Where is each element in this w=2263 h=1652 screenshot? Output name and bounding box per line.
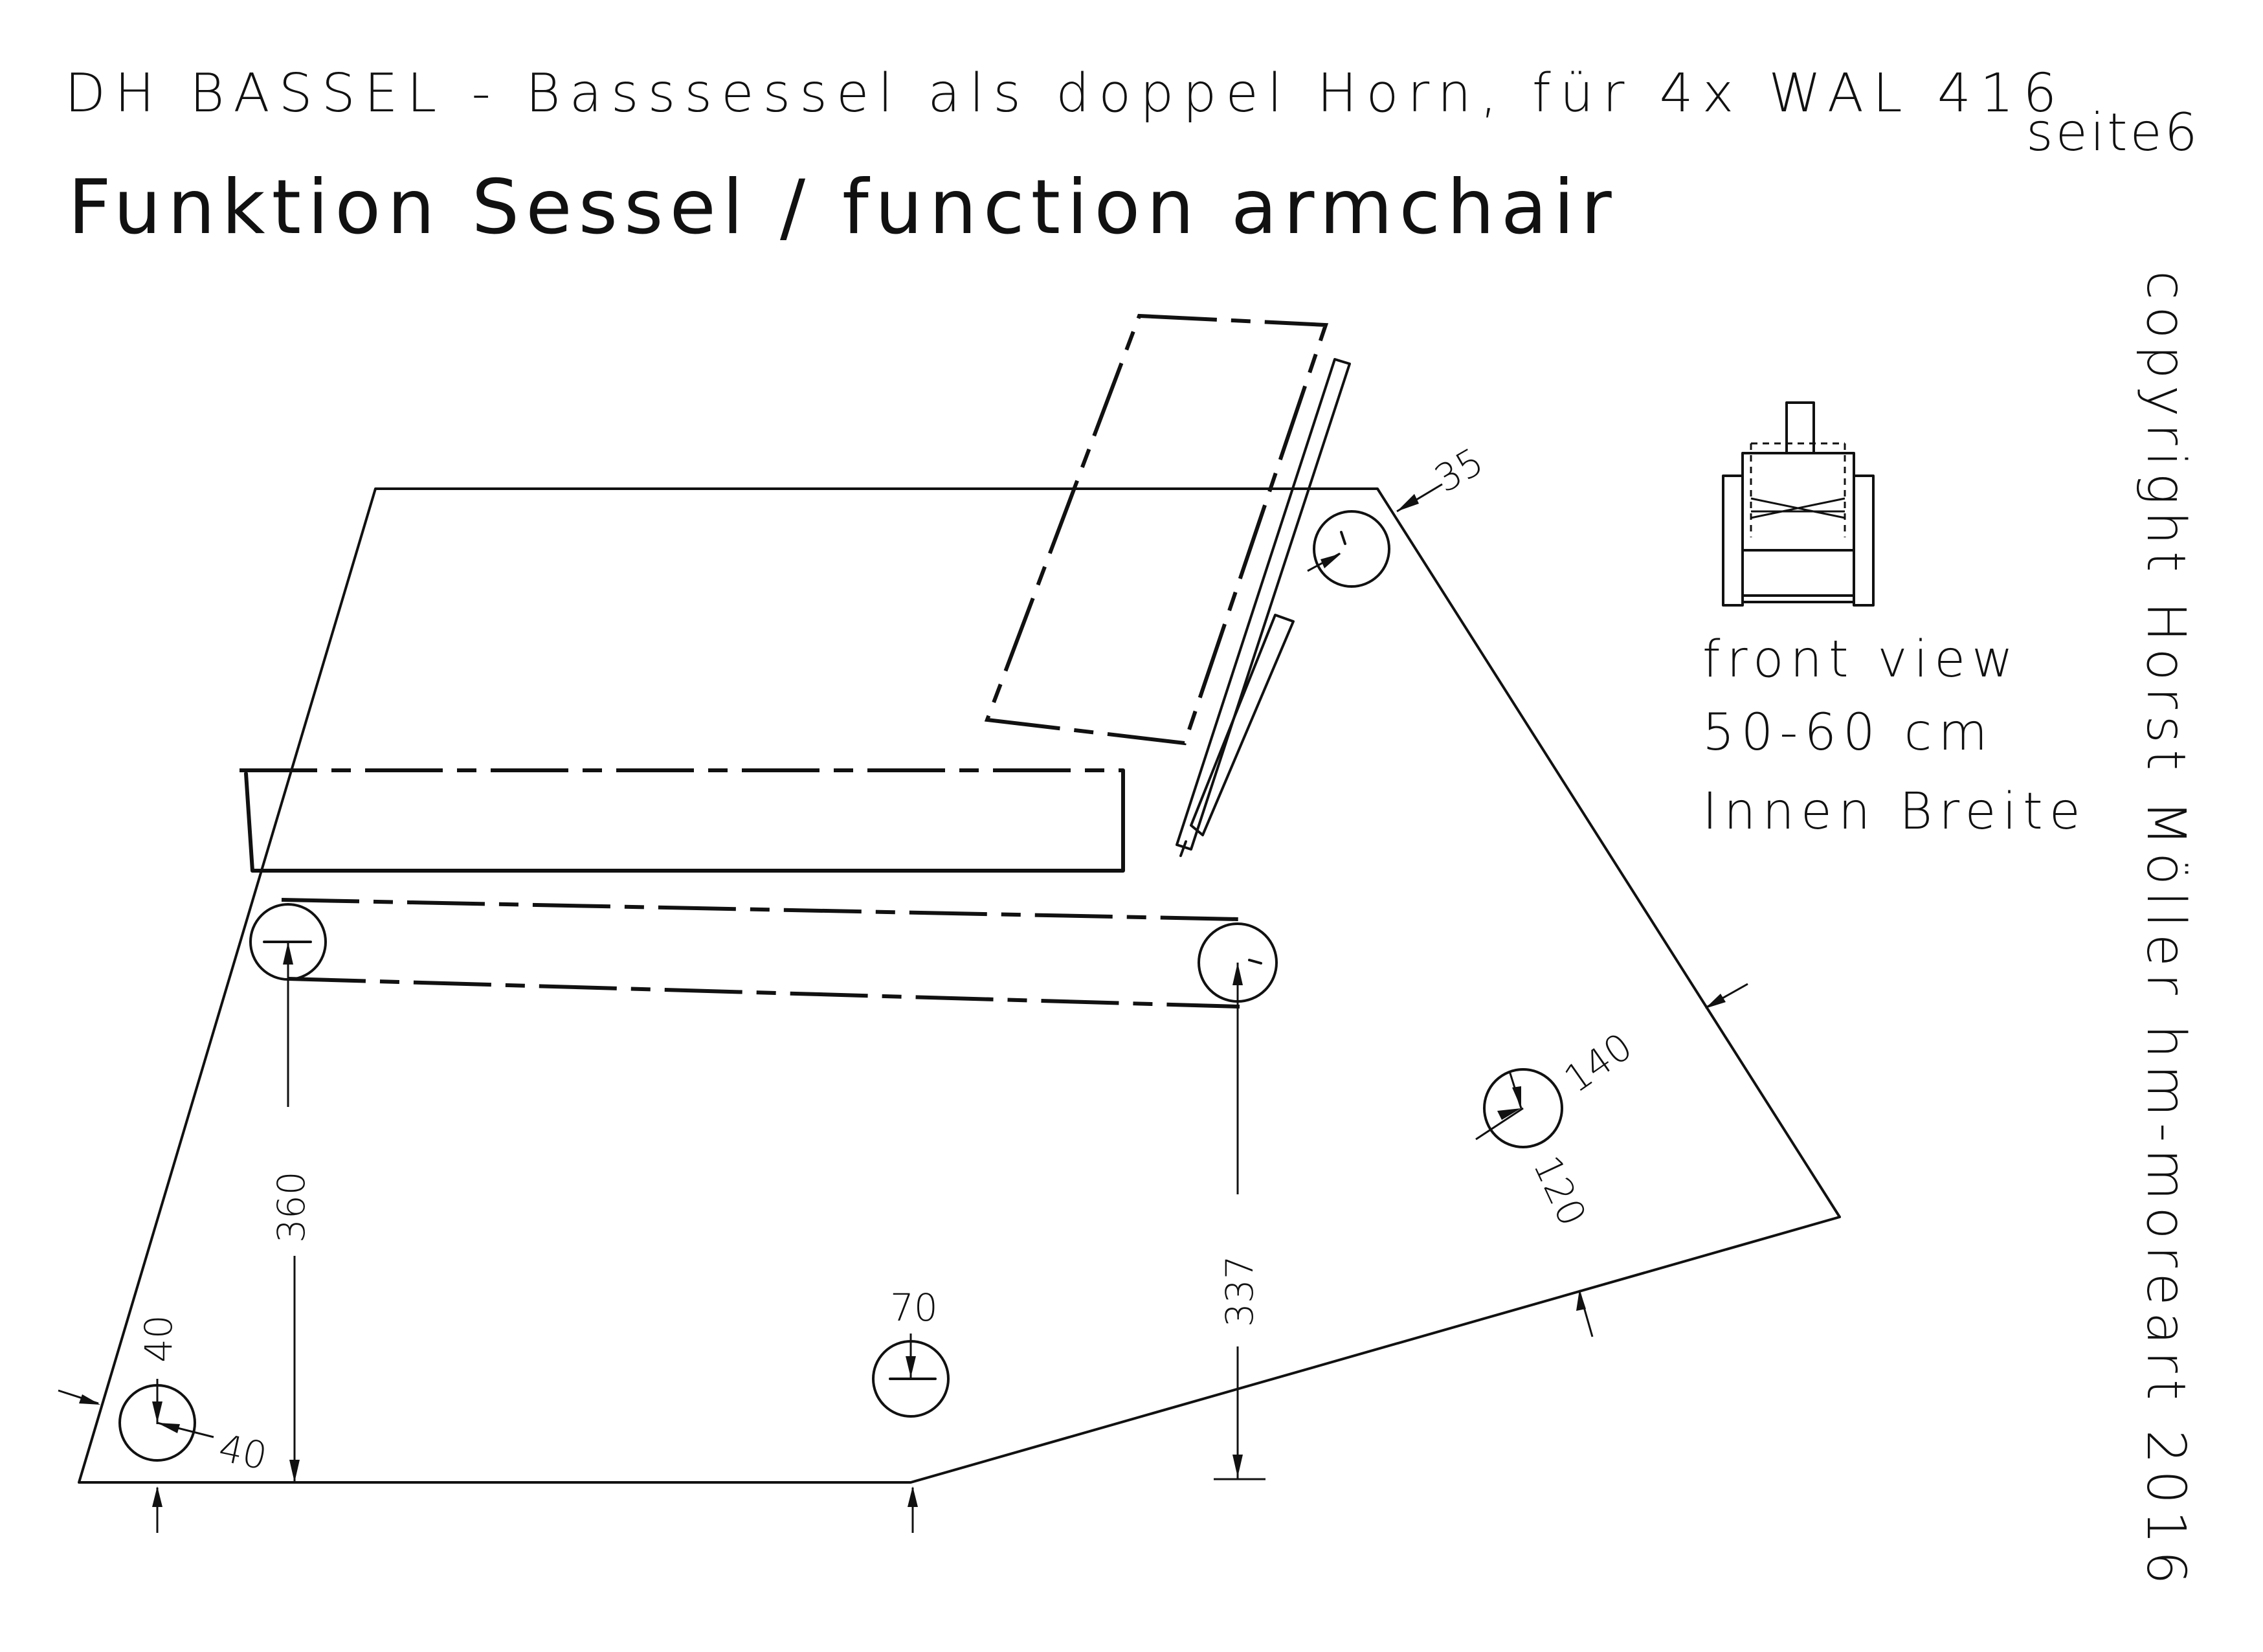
- hole-right: [1483, 1068, 1563, 1148]
- dim-140-line: [1475, 1107, 1524, 1141]
- dim-70-label: 70: [890, 1286, 938, 1330]
- drawing-title-line: DH BASSEL - Basssessel als doppel Horn, …: [65, 63, 2066, 124]
- backrest-strip-inner: [1190, 614, 1295, 836]
- strap-top: [281, 898, 1240, 921]
- dim-35-label: 35: [1427, 439, 1491, 501]
- copyright-text: copyright Horst Möller hm-moreart 2016: [2135, 271, 2196, 1591]
- hole-top-right: [1313, 510, 1390, 588]
- dim-120-label: 120: [1524, 1149, 1594, 1233]
- dim-360-label: 360: [269, 1171, 313, 1243]
- backrest-strip-tail: [1179, 840, 1187, 857]
- front-view-caption: front view: [1702, 631, 2020, 689]
- dim-140-label: 140: [1556, 1024, 1640, 1101]
- front-view-width: 50-60 cm: [1702, 704, 1994, 762]
- front-view-sketch: [1722, 401, 1875, 607]
- backrest-strip-outer: [1176, 358, 1351, 851]
- dim-337-label: 337: [1218, 1255, 1262, 1327]
- dim-40-v-label: 40: [137, 1315, 181, 1363]
- chair-side-outline: [78, 487, 1841, 1484]
- dim-40-h-label: 40: [215, 1425, 271, 1479]
- drawing-subtitle: Funktion Sessel / function armchair: [68, 164, 1618, 251]
- strap-bottom: [287, 977, 1240, 1009]
- seat-cushion-body: [244, 768, 1125, 873]
- backrest-panel: [984, 313, 1329, 746]
- front-view-note: Innen Breite: [1702, 783, 2087, 841]
- page-label: seite6: [2026, 102, 2200, 162]
